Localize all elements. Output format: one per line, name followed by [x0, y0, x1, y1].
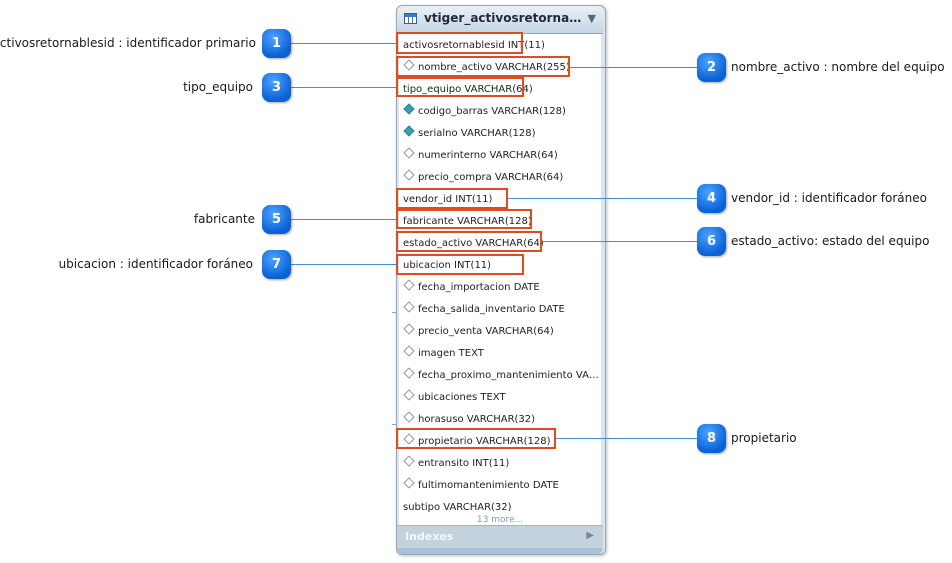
column-row[interactable]: fecha_proximo_mantenimiento VAR...	[403, 366, 599, 386]
connector-line-7	[290, 264, 396, 265]
nullable-column-icon	[403, 367, 415, 379]
column-row[interactable]: precio_compra VARCHAR(64)	[403, 168, 599, 188]
callout-badge-1: 1	[262, 29, 291, 58]
nullable-column-icon	[403, 455, 415, 467]
nullable-column-icon	[403, 345, 415, 357]
nullable-column-icon	[403, 323, 415, 335]
highlight-box-8	[396, 428, 556, 449]
indexes-section[interactable]: Indexes ▶	[397, 525, 603, 548]
connector-line-5	[290, 219, 396, 220]
highlight-box-6	[396, 231, 542, 252]
expand-arrow-icon[interactable]: ▶	[586, 530, 594, 541]
callout-badge-7: 7	[262, 250, 291, 279]
column-label: entransito INT(11)	[418, 458, 510, 469]
connector-line-4	[508, 198, 698, 199]
column-label: precio_venta VARCHAR(64)	[418, 326, 554, 337]
not-null-column-icon	[403, 125, 415, 137]
table-title: vtiger_activosretornabl...	[424, 11, 582, 25]
nullable-column-icon	[403, 301, 415, 313]
nullable-column-icon	[403, 279, 415, 291]
highlight-box-2	[396, 56, 570, 77]
callout-label-2: nombre_activo : nombre del equipo	[731, 60, 945, 74]
column-row[interactable]: entransito INT(11)	[403, 454, 599, 474]
callout-label-4: vendor_id : identificador foráneo	[731, 191, 927, 205]
callout-label-3: tipo_equipo	[183, 80, 253, 94]
callout-badge-3: 3	[262, 73, 291, 102]
table-header[interactable]: vtiger_activosretornabl... ▼	[397, 6, 603, 34]
highlight-box-1	[396, 32, 523, 54]
callout-label-8: propietario	[731, 431, 797, 445]
column-label: fecha_salida_inventario DATE	[418, 304, 565, 315]
column-label: fecha_proximo_mantenimiento VAR...	[418, 370, 599, 381]
connector-line-3	[290, 87, 396, 88]
more-columns-link[interactable]: 13 more...	[476, 515, 524, 525]
highlight-box-3	[396, 77, 524, 97]
collapse-arrow-icon[interactable]: ▼	[587, 12, 596, 25]
not-null-column-icon	[403, 103, 415, 115]
indexes-label: Indexes	[405, 530, 454, 543]
callout-badge-4: 4	[697, 184, 726, 213]
column-label: subtipo VARCHAR(32)	[403, 502, 512, 513]
column-row[interactable]: horasuso VARCHAR(32)	[403, 410, 599, 430]
table-footer	[397, 548, 603, 554]
column-label: fecha_importacion DATE	[418, 282, 540, 293]
callout-label-1: activosretornablesid : identificador pri…	[0, 36, 256, 50]
column-label: fultimomantenimiento DATE	[418, 480, 559, 491]
highlight-box-5	[396, 209, 532, 229]
callout-badge-5: 5	[262, 205, 291, 234]
callout-badge-8: 8	[697, 424, 726, 453]
nullable-column-icon	[403, 169, 415, 181]
nullable-column-icon	[403, 389, 415, 401]
callout-label-7: ubicacion : identificador foráneo	[58, 257, 253, 271]
column-label: codigo_barras VARCHAR(128)	[418, 106, 566, 117]
column-label: serialno VARCHAR(128)	[418, 128, 536, 139]
highlight-box-7	[396, 254, 524, 275]
nullable-column-icon	[403, 411, 415, 423]
connector-line-8	[556, 438, 698, 439]
nullable-column-icon	[403, 477, 415, 489]
column-row[interactable]: ubicaciones TEXT	[403, 388, 599, 408]
column-label: numerinterno VARCHAR(64)	[418, 150, 558, 161]
callout-label-5: fabricante	[193, 212, 255, 226]
column-label: horasuso VARCHAR(32)	[418, 414, 536, 425]
relation-stub	[392, 312, 398, 313]
column-row[interactable]: precio_venta VARCHAR(64)	[403, 322, 599, 342]
highlight-box-4	[396, 188, 508, 209]
relation-stub	[392, 424, 398, 425]
connector-line-2	[570, 67, 698, 68]
column-row[interactable]: codigo_barras VARCHAR(128)	[403, 102, 599, 122]
callout-label-6: estado_activo: estado del equipo	[731, 234, 930, 248]
nullable-column-icon	[403, 147, 415, 159]
column-list: activosretornablesid INT(11) nombre_acti…	[399, 34, 601, 530]
column-label: ubicaciones TEXT	[418, 392, 506, 403]
callout-badge-6: 6	[697, 227, 726, 256]
connector-line-1	[290, 43, 396, 44]
column-row[interactable]: imagen TEXT	[403, 344, 599, 364]
column-row[interactable]: serialno VARCHAR(128)	[403, 124, 599, 144]
column-label: precio_compra VARCHAR(64)	[418, 172, 564, 183]
column-row[interactable]: numerinterno VARCHAR(64)	[403, 146, 599, 166]
connector-line-6	[542, 241, 698, 242]
column-row[interactable]: fecha_importacion DATE	[403, 278, 599, 298]
table-icon	[404, 13, 417, 24]
column-row[interactable]: fecha_salida_inventario DATE	[403, 300, 599, 320]
column-label: imagen TEXT	[418, 348, 484, 359]
column-row[interactable]: fultimomantenimiento DATE	[403, 476, 599, 496]
callout-badge-2: 2	[697, 53, 726, 82]
